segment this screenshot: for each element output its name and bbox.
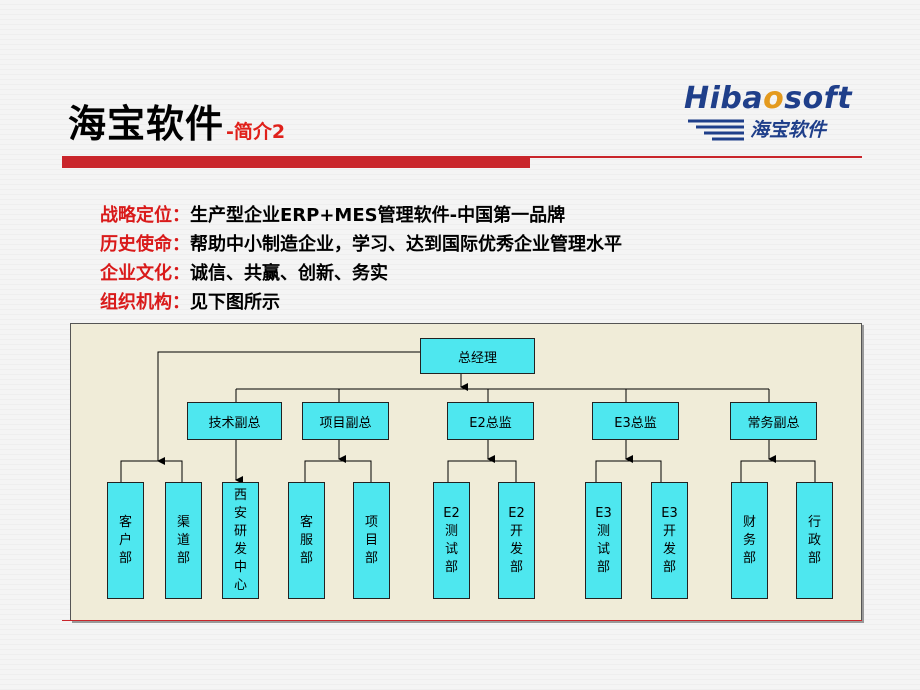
org-box-e2-director: E2总监 xyxy=(447,402,534,440)
info-row: 组织机构：见下图所示 xyxy=(100,292,280,313)
org-box-dept: 客户部 xyxy=(107,482,144,599)
logo-lines-icon xyxy=(688,119,744,141)
org-box-general-manager: 总经理 xyxy=(420,338,535,374)
org-box-e3-director: E3总监 xyxy=(592,402,679,440)
logo-text-en: Hibaosoft xyxy=(684,81,853,116)
org-box-dept: 行政部 xyxy=(796,482,833,599)
title-main: 海宝软件 xyxy=(68,102,225,146)
org-box-dept: 客服部 xyxy=(288,482,325,599)
info-row: 战略定位：生产型企业ERP+MES管理软件-中国第一品牌 xyxy=(100,205,566,226)
logo-text-cn: 海宝软件 xyxy=(750,119,827,141)
org-box-tech-vp: 技术副总 xyxy=(187,402,282,440)
org-box-dept: 渠道部 xyxy=(165,482,202,599)
org-box-dept: 项目部 xyxy=(353,482,390,599)
org-box-dept: 财务部 xyxy=(731,482,768,599)
bottom-rule xyxy=(62,620,862,621)
title-red-bar xyxy=(62,156,530,168)
hibaosoft-logo: Hibaosoft 海宝软件 xyxy=(684,82,862,144)
org-box-executive-vp: 常务副总 xyxy=(730,402,817,440)
info-row: 企业文化：诚信、共赢、创新、务实 xyxy=(100,263,388,284)
title-sub: -简介2 xyxy=(226,121,286,143)
info-row: 历史使命：帮助中小制造企业，学习、达到国际优秀企业管理水平 xyxy=(100,234,622,255)
org-box-dept: 西安研发中心 xyxy=(222,482,259,599)
info-list: 战略定位：生产型企业ERP+MES管理软件-中国第一品牌 历史使命：帮助中小制造… xyxy=(100,201,622,317)
org-box-project-vp: 项目副总 xyxy=(302,402,389,440)
slide-title: 海宝软件 -简介2 xyxy=(68,102,285,146)
